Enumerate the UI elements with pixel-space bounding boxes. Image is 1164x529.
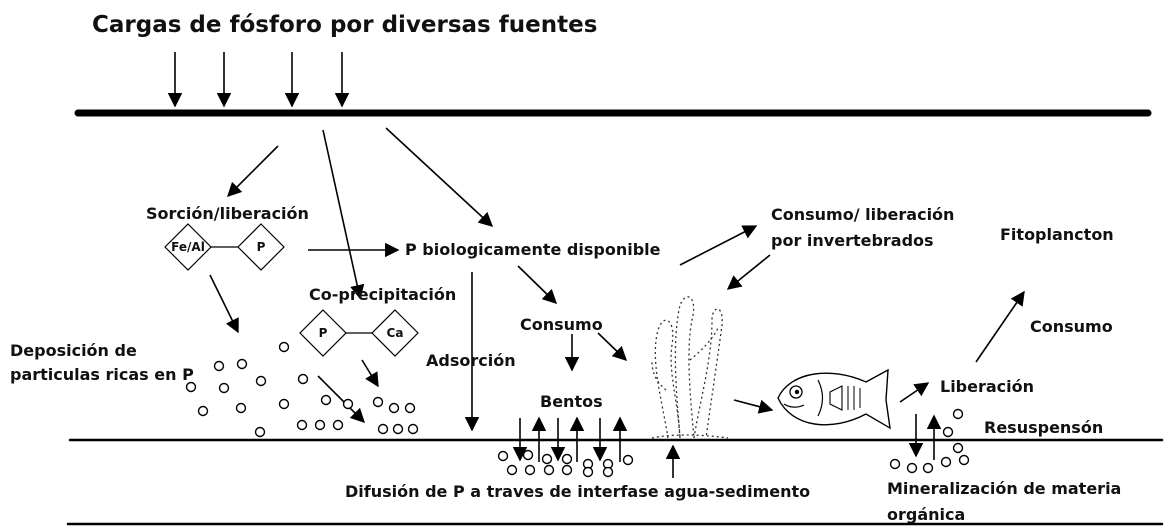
arrow-sorption-to-deposition [209, 274, 239, 334]
arrow-coprecipitation-down [361, 359, 379, 388]
mineralization-label-line2: orgánica [887, 505, 965, 524]
arrow-to-phytoplankton [975, 290, 1025, 363]
release-label: Liberación [940, 377, 1034, 396]
particles-right [889, 408, 970, 474]
fish-icon [777, 368, 891, 430]
coprecipitation-label: Co-precipitación [309, 285, 456, 304]
consumption-label-middle: Consumo [520, 315, 603, 334]
arrow-consumption-to-plant [597, 332, 628, 361]
available-p-label: P biologicamente disponible [405, 240, 661, 259]
p-ca-complex: P Ca [299, 309, 419, 357]
fe-al-label: Fe/Al [171, 240, 205, 254]
consumption-label-right: Consumo [1030, 317, 1113, 336]
phytoplankton-label: Fitoplancton [1000, 225, 1114, 244]
arrow-from-invertebrates [726, 254, 771, 290]
sorption-label: Sorción/liberación [146, 204, 309, 223]
mineralization-label-line1: Mineralización de materia [887, 479, 1121, 498]
invertebrates-label-line2: por invertebrados [771, 231, 934, 250]
diagram-title: Cargas de fósforo por diversas fuentes [92, 12, 597, 38]
arrow-available-to-consumption [517, 265, 558, 305]
benthos-label: Bentos [540, 392, 603, 411]
arrow-particles-settling [317, 375, 366, 424]
ca-label: Ca [387, 326, 404, 340]
fe-al-p-complex: Fe/Al P [164, 223, 285, 271]
diffusion-label: Difusión de P a traves de interfase agua… [345, 482, 810, 501]
invertebrates-label-line1: Consumo/ liberación [771, 205, 954, 224]
resuspension-label: Resuspensón [984, 418, 1103, 437]
incoming-load-arrows [167, 52, 350, 108]
aquatic-plant-icon [651, 296, 729, 439]
arrow-to-invertebrates [679, 225, 758, 266]
adsorption-label: Adsorción [426, 351, 516, 370]
deposition-label-line2: particulas ricas en P [10, 365, 194, 384]
arrow-plant-to-fish [733, 399, 774, 414]
particles-left [185, 341, 419, 438]
p-label-sorption: P [257, 240, 266, 254]
particles-benthos [497, 449, 634, 478]
p-label-coprecipitation: P [319, 326, 328, 340]
arrow-to-coprecipitation [322, 129, 365, 300]
arrow-fish-to-release [899, 382, 930, 403]
arrow-to-sorption [226, 145, 279, 198]
deposition-label-line1: Deposición de [10, 341, 137, 360]
arrow-to-available-p [385, 127, 494, 227]
